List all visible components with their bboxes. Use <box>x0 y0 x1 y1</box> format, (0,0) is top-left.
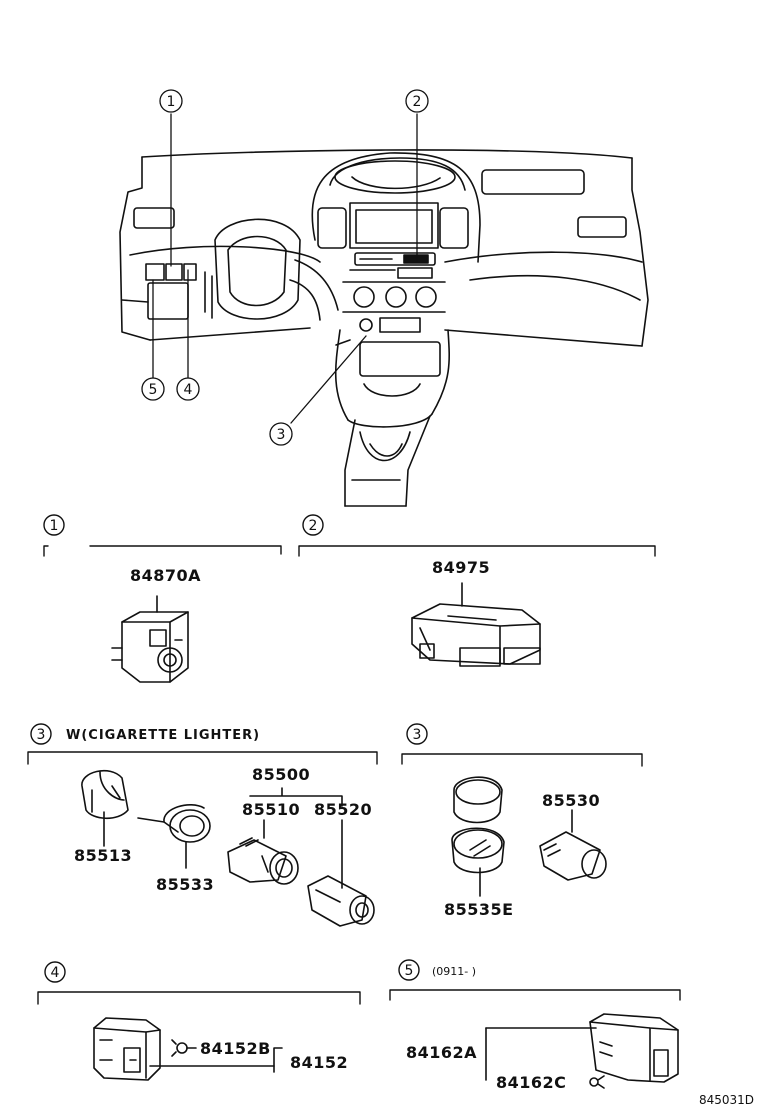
section-3b-number: 3 <box>413 727 422 743</box>
part-number-85535E: 85535E <box>444 900 514 919</box>
part-number-84152: 84152 <box>290 1053 348 1072</box>
callout-2-number: 2 <box>413 94 422 110</box>
section-brackets <box>27 514 681 1005</box>
callout-3-number: 3 <box>277 427 286 443</box>
overview-callouts <box>141 89 429 446</box>
part-number-84870A: 84870A <box>130 566 201 585</box>
dashboard-illustration <box>119 149 649 507</box>
part-number-84162C: 84162C <box>496 1073 566 1092</box>
part-84162C-illustration <box>589 1075 605 1089</box>
callout-leaders <box>152 113 418 424</box>
part-number-85530: 85530 <box>542 791 600 810</box>
part-85533-illustration <box>137 804 211 869</box>
part-number-84162A: 84162A <box>406 1043 477 1062</box>
diagram-code: 845031D <box>699 1093 754 1107</box>
part-number-85500: 85500 <box>252 765 310 784</box>
section-5-date-note: (0911- ) <box>432 965 476 978</box>
part-number-85533: 85533 <box>156 875 214 894</box>
part-84152B-bulb-illustration <box>149 1039 283 1073</box>
callout-4-number: 4 <box>184 382 193 398</box>
section-2-number: 2 <box>309 518 318 534</box>
part-84870A-illustration <box>111 595 189 683</box>
part-84975-illustration <box>411 582 541 667</box>
section-4-number: 4 <box>51 965 60 981</box>
part-number-85510: 85510 <box>242 800 300 819</box>
part-85513-illustration <box>81 769 129 847</box>
part-85510-illustration <box>227 787 343 885</box>
part-number-84975: 84975 <box>432 558 490 577</box>
part-85535E-illustration <box>451 776 505 897</box>
part-85530-illustration <box>539 809 607 881</box>
part-84162A-illustration <box>485 1013 679 1083</box>
section-3a-title: W(CIGARETTE LIGHTER) <box>66 728 260 743</box>
part-number-84152B: 84152B <box>200 1039 271 1058</box>
callout-1-number: 1 <box>167 94 176 110</box>
callout-5-number: 5 <box>149 382 158 398</box>
part-84152-switch-illustration <box>93 1017 161 1081</box>
part-number-85513: 85513 <box>74 846 132 865</box>
part-number-85520: 85520 <box>314 800 372 819</box>
section-1-number: 1 <box>50 518 59 534</box>
part-85520-illustration <box>307 819 375 927</box>
section-5-number: 5 <box>405 963 414 979</box>
section-3a-number: 3 <box>37 727 46 743</box>
